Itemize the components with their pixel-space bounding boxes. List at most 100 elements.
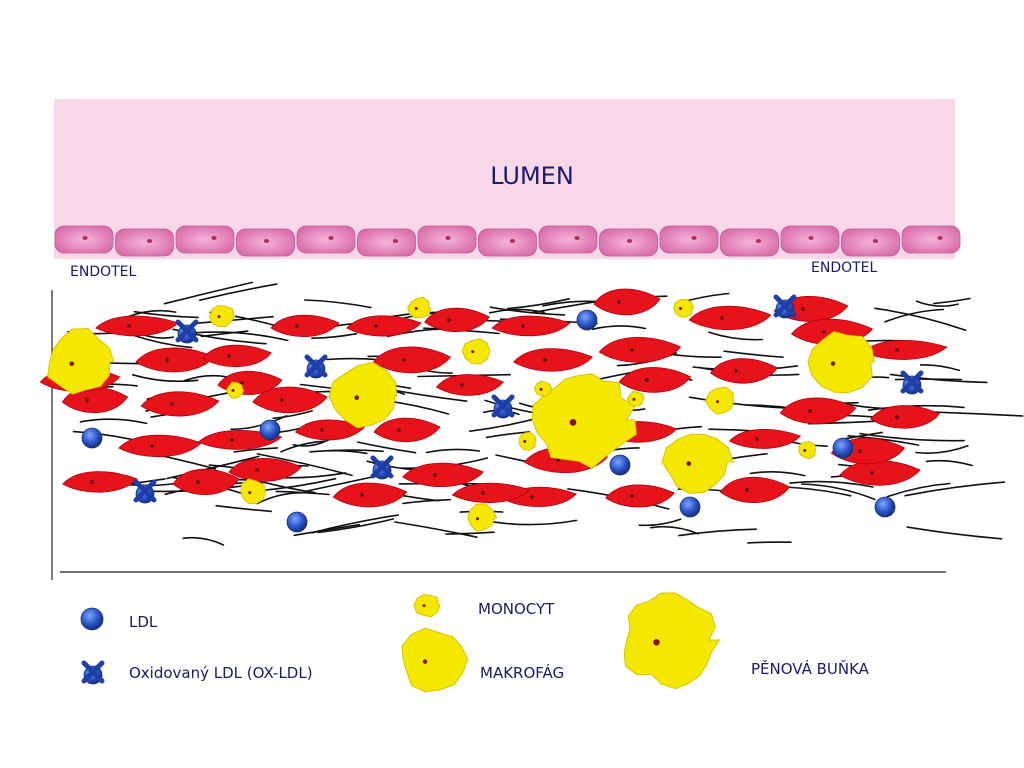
smc-nucleus — [870, 471, 874, 475]
legend-foam-cell-symbol-nucleus — [653, 639, 660, 646]
collagen-fiber — [182, 536, 225, 546]
smooth-muscle-cell — [172, 468, 240, 495]
collagen-fiber — [402, 498, 452, 505]
monocyte — [518, 431, 537, 451]
collagen-fiber — [915, 445, 969, 454]
monocyte-nucleus — [679, 307, 682, 310]
macrophage-nucleus — [354, 395, 360, 400]
monocyte-nucleus — [476, 517, 479, 521]
collagen-fiber — [749, 471, 806, 477]
smc-nucleus — [801, 307, 805, 311]
endotel-label-left: ENDOTEL — [70, 264, 137, 280]
lumen-label: LUMEN — [490, 162, 574, 190]
legend-foam-cell-label: PĚNOVÁ BUŇKA — [751, 660, 869, 678]
smc-nucleus — [165, 358, 169, 362]
monocyte-nucleus — [231, 388, 235, 392]
endothelial-cell — [659, 225, 719, 254]
endothelial-nucleus — [574, 236, 580, 240]
ox-ldl-cross — [175, 319, 199, 343]
smc-nucleus — [360, 493, 364, 497]
collagen-fiber — [874, 307, 967, 331]
ldl-particle — [609, 454, 631, 476]
smooth-muscle-cell — [779, 397, 857, 425]
smooth-muscle-cell — [118, 434, 202, 457]
smooth-muscle-cell — [598, 337, 682, 363]
smc-nucleus — [230, 438, 234, 442]
smc-nucleus — [397, 428, 401, 432]
smooth-muscle-cells — [39, 288, 948, 508]
macrophage — [807, 331, 875, 394]
smc-nucleus — [447, 318, 451, 322]
smooth-muscle-cell — [593, 288, 661, 316]
smc-nucleus — [150, 444, 154, 448]
smc-nucleus — [255, 468, 259, 472]
collagen-fiber — [317, 518, 395, 534]
collagen-fiber — [933, 297, 971, 305]
ox-ldl-cross — [133, 479, 157, 503]
smc-nucleus — [858, 449, 862, 453]
endothelial-cell — [538, 225, 598, 254]
smooth-muscle-cell — [839, 460, 921, 486]
collagen-fiber — [884, 308, 945, 323]
monocyte — [467, 503, 498, 532]
endothelial-nucleus — [937, 236, 943, 240]
smooth-muscle-cell — [862, 340, 948, 360]
smc-nucleus — [295, 324, 299, 328]
collagen-fiber — [163, 281, 254, 305]
collagen-fiber — [425, 448, 481, 454]
smooth-muscle-cell — [135, 347, 215, 373]
smooth-muscle-cell — [140, 391, 220, 417]
smooth-muscle-cell — [294, 419, 366, 441]
smooth-muscle-cell — [270, 314, 340, 338]
monocyte — [461, 338, 491, 365]
ldl-particle — [874, 496, 896, 518]
smooth-muscle-cell — [710, 358, 778, 384]
ox-ldl-cross — [491, 394, 515, 418]
collagen-fiber — [925, 459, 973, 467]
collagen-fiber — [649, 525, 699, 535]
monocyte-nucleus — [632, 397, 636, 401]
monocyte — [704, 386, 734, 415]
macrophage-nucleus — [830, 361, 836, 366]
monocyte-nucleus — [523, 439, 527, 443]
smc-nucleus — [745, 488, 749, 492]
smc-nucleus — [280, 398, 284, 402]
collagen-fiber — [867, 404, 965, 411]
collagen-fiber — [489, 306, 566, 316]
collagen-fiber — [708, 331, 764, 341]
collagen-fiber — [906, 526, 1003, 540]
collagen-fiber — [293, 523, 361, 537]
monocyte-nucleus — [716, 400, 719, 404]
ox-ldl-cross — [370, 455, 394, 479]
smc-nucleus — [127, 324, 131, 328]
collagen-fiber — [272, 410, 313, 420]
smooth-muscle-cell — [373, 417, 441, 443]
collagen-fiber — [445, 531, 495, 535]
smooth-muscle-cell — [95, 315, 179, 337]
collagen-fiber — [925, 411, 1024, 417]
legend-macrophage-symbol — [401, 627, 469, 693]
ldl-particle — [832, 437, 854, 459]
monocyte — [626, 391, 645, 407]
legend-ox-ldl-label: Oxidovaný LDL (OX-LDL) — [129, 664, 313, 682]
ldl-particle — [259, 419, 281, 441]
macrophage — [328, 361, 398, 429]
monocyte — [673, 298, 695, 318]
collagen-fiber — [130, 333, 193, 349]
smooth-muscle-cell — [870, 405, 940, 429]
collagen-fiber — [915, 300, 959, 307]
endothelial-cell — [357, 228, 416, 257]
smc-nucleus — [460, 383, 464, 387]
ox-ldl-cross — [900, 370, 924, 394]
collagen-fiber — [394, 521, 478, 538]
collagen-fiber — [638, 518, 682, 527]
collagen-fiber — [886, 482, 951, 498]
legend-foam-cell-symbol — [623, 592, 720, 690]
collagen-fiber — [800, 483, 876, 501]
smc-nucleus — [521, 324, 525, 328]
collagen-fiber — [859, 432, 965, 442]
smc-nucleus — [556, 458, 560, 462]
endothelial-nucleus — [328, 236, 334, 240]
smc-nucleus — [895, 415, 899, 419]
